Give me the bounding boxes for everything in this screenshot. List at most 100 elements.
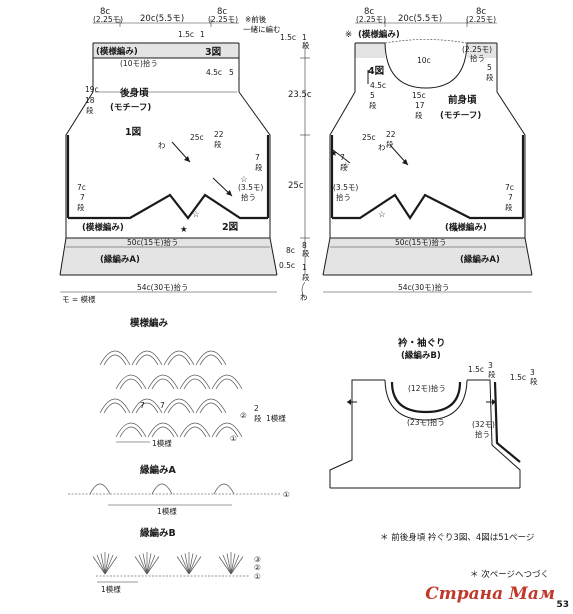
back-w50: 50c(15モ)拾う bbox=[127, 237, 179, 247]
moyou-arc-inner bbox=[119, 426, 143, 438]
front-star-outline-left-icon: ☆ bbox=[342, 161, 350, 171]
back-dim-5: 5 bbox=[229, 68, 234, 77]
back-wa: わ bbox=[158, 141, 166, 150]
front-neck-dash bbox=[384, 39, 468, 44]
moyou-arc-inner bbox=[183, 378, 207, 390]
front-outline-right bbox=[496, 43, 526, 238]
center-wa: わ bbox=[300, 293, 308, 302]
front-c7: 7c bbox=[505, 183, 514, 192]
back-dim-45: 4.5c bbox=[206, 68, 222, 77]
front-note-mark: ※ bbox=[345, 30, 352, 40]
back-c18: 18 bbox=[85, 96, 95, 105]
front-bodice: ※ 8c (2.25モ) 20c(5.5モ) 8c (2.25モ) (模様編み)… bbox=[322, 7, 533, 293]
edge-a-title: 縁編みA bbox=[140, 464, 177, 476]
moyou-chart: 模様編み ① ② 2 段 1模様 1模様 7 7 bbox=[99, 317, 286, 448]
center-h235: 23.5c bbox=[288, 90, 312, 100]
front-outline-left bbox=[329, 43, 356, 238]
back-rows-1: 1 bbox=[200, 30, 205, 39]
front-top-left-sub: (2.25モ) bbox=[356, 15, 386, 24]
front-n22-unit: 段 bbox=[386, 139, 394, 149]
edge-a-arch bbox=[151, 483, 173, 495]
front-n22: 22 bbox=[386, 130, 396, 139]
collar-arrow-right-head bbox=[492, 399, 496, 405]
moyou-arcs bbox=[99, 350, 243, 438]
back-fig2: 2図 bbox=[222, 222, 238, 233]
collar-subtitle: (縁編みB) bbox=[401, 350, 441, 361]
moyou-arc-inner bbox=[135, 402, 159, 414]
edge-b-fan-stitch bbox=[134, 556, 148, 575]
moyou-arc-inner bbox=[167, 354, 191, 366]
back-arrow-1-head bbox=[184, 156, 190, 162]
moyou-arc bbox=[147, 374, 179, 390]
front-star-icon: ★ bbox=[330, 149, 338, 159]
collar-n3a: 3 bbox=[488, 361, 493, 370]
back-pickup-word: 拾う bbox=[241, 192, 256, 202]
edge-b-fan-stitch bbox=[138, 554, 148, 575]
back-star-outline-icon: ☆ bbox=[192, 210, 200, 220]
moyou-arc-inner bbox=[103, 402, 127, 414]
front-fig4: 4図 bbox=[368, 66, 384, 77]
back-pattern-band: (模様編み) bbox=[96, 46, 138, 57]
moyou-arc bbox=[195, 398, 227, 414]
front-pattern-band: (模様編み) bbox=[358, 29, 400, 40]
front-c45: 4.5c bbox=[370, 81, 386, 90]
moyou-arc bbox=[211, 422, 243, 438]
front-n17-unit: 段 bbox=[415, 110, 423, 120]
center-h8: 8c bbox=[286, 246, 295, 255]
edge-b-fan-stitch bbox=[222, 554, 232, 575]
collar-arrow-left-head bbox=[347, 399, 351, 405]
front-pickup-word: 拾う bbox=[470, 53, 485, 63]
front-n7-left: 7 bbox=[340, 153, 345, 162]
back-top-left-w: 8c bbox=[100, 7, 110, 17]
back-star-right-icon: ☆ bbox=[240, 175, 248, 185]
back-pickup-35: (3.5モ) bbox=[238, 183, 263, 192]
center-rows-unit: 段 bbox=[302, 40, 310, 50]
watermark-logo: Страна Мам bbox=[425, 584, 555, 604]
front-bottom-right bbox=[524, 237, 533, 276]
edge-a-arch bbox=[89, 483, 111, 495]
moyou-arc bbox=[211, 374, 243, 390]
collar-outline-left bbox=[329, 379, 385, 488]
front-c15: 15c bbox=[412, 91, 426, 100]
front-top-right-w: 8c bbox=[476, 7, 486, 17]
note-ref: ＊ 前後身頃 衿ぐり3図、4図は51ページ bbox=[380, 532, 534, 543]
back-top-band bbox=[93, 43, 239, 58]
front-title: 前身頃 bbox=[448, 94, 477, 106]
center-loop bbox=[301, 281, 306, 299]
collar-m23: (23モ)拾う bbox=[407, 417, 445, 427]
center-dims: 1.5c 1 段 23.5c 25c 8c 8 段 0.5c 1 段 わ bbox=[279, 33, 312, 302]
edge-b-chart: 縁編みB ③ ② ① 1模様 bbox=[92, 527, 261, 594]
moyou-arc bbox=[131, 350, 163, 366]
back-top-right-sub: (2.25モ) bbox=[208, 15, 238, 24]
front-top-left-w: 8c bbox=[364, 7, 374, 17]
legend-mo: モ = 模様 bbox=[62, 294, 96, 304]
edge-a-one: 1模様 bbox=[157, 506, 177, 516]
back-n7-unit: 段 bbox=[77, 202, 85, 212]
center-rows-15: 1.5c bbox=[280, 33, 296, 42]
back-c19: 19c bbox=[85, 85, 99, 94]
center-n8: 8 bbox=[302, 241, 307, 250]
collar-c15b: 1.5c bbox=[510, 373, 526, 382]
edge-b-fan-stitch bbox=[104, 554, 114, 575]
edge-b-m3: ③ bbox=[254, 555, 261, 564]
front-n17: 17 bbox=[415, 101, 425, 110]
front-pickup-35-word: 拾う bbox=[336, 192, 351, 202]
collar-pickup-word: 拾う bbox=[475, 429, 490, 439]
edge-b-fan-stitch bbox=[104, 553, 110, 575]
front-n5-unit: 段 bbox=[369, 100, 377, 110]
front-arrow-1-head bbox=[402, 159, 408, 165]
moyou-n7b: 7 bbox=[160, 401, 165, 410]
collar-diagram: 衿・袖ぐり (縁編みB) 1.5c 3 段 1.5c 3 段 (12モ)拾う (… bbox=[329, 337, 538, 489]
front-band-right bbox=[467, 43, 497, 58]
front-n7-left-unit: 段 bbox=[340, 162, 348, 172]
front-wa: わ bbox=[378, 143, 386, 152]
front-bottom-left bbox=[322, 237, 331, 276]
edge-b-m1: ① bbox=[254, 572, 261, 581]
edge-b-fan-stitch bbox=[142, 553, 148, 575]
moyou-arc bbox=[131, 398, 163, 414]
front-c10: 10c bbox=[417, 56, 431, 65]
front-n5-right: 5 bbox=[487, 63, 492, 72]
collar-armhole-edge bbox=[493, 381, 521, 463]
moyou-arc-inner bbox=[151, 426, 175, 438]
